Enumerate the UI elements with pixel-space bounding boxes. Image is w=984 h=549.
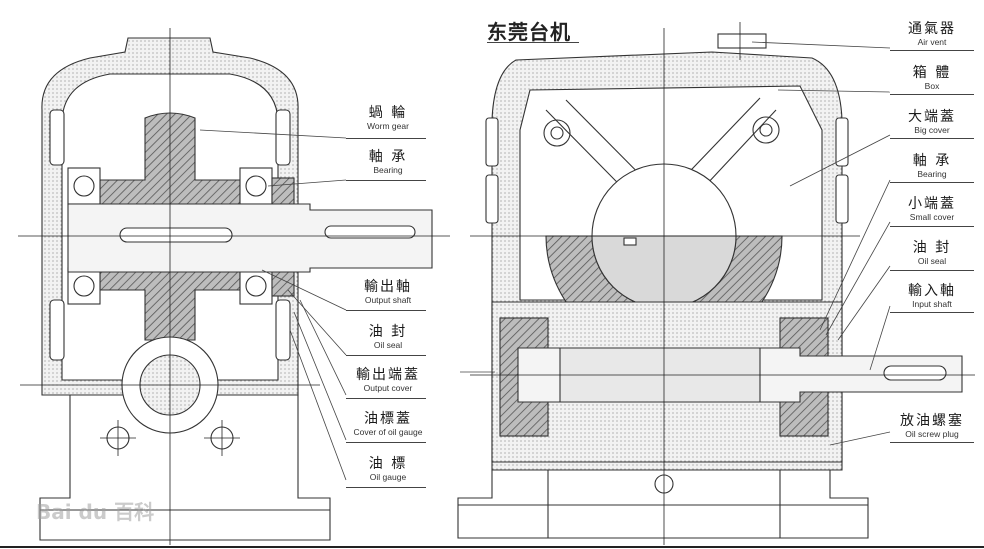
label-cn: 小端蓋 — [908, 196, 956, 212]
label-cn: 油 封 — [368, 324, 408, 340]
label-bearing-left: 軸 承 Bearing — [352, 150, 424, 175]
label-en: Oil seal — [373, 340, 403, 350]
label-big-cover: 大端蓋 Big cover — [894, 110, 970, 135]
bottom-border — [0, 546, 984, 548]
label-en: Output cover — [363, 383, 413, 393]
label-cn: 輸入軸 — [908, 283, 956, 299]
label-rule — [890, 226, 974, 227]
label-en: Small cover — [909, 212, 955, 222]
label-input-shaft: 輸入軸 Input shaft — [894, 284, 970, 309]
label-cn: 大端蓋 — [908, 109, 956, 125]
label-rule — [346, 442, 426, 443]
baidu-logo: Bai du 百科 — [36, 500, 155, 524]
label-rule — [890, 50, 974, 51]
label-en: Oil screw plug — [905, 429, 959, 439]
label-bearing-right: 軸 承 Bearing — [894, 154, 970, 179]
label-cn: 蝸 輪 — [368, 105, 408, 121]
title-underline — [487, 42, 579, 43]
label-oil-screw-plug: 放油螺塞 Oil screw plug — [890, 414, 974, 439]
label-en: Output shaft — [364, 295, 412, 305]
label-cn: 軸 承 — [912, 153, 952, 169]
label-air-vent: 通氣器 Air vent — [894, 22, 970, 47]
label-en: Oil gauge — [369, 472, 407, 482]
label-en: Cover of oil gauge — [353, 427, 423, 437]
label-cn: 通氣器 — [908, 21, 956, 37]
label-cn: 軸 承 — [368, 149, 408, 165]
left-view — [18, 28, 450, 545]
label-rule — [346, 138, 426, 139]
label-rule — [346, 398, 426, 399]
label-box: 箱 體 Box — [894, 66, 970, 91]
label-oil-seal-right: 油 封 Oil seal — [894, 241, 970, 266]
label-cn: 輸出軸 — [364, 279, 412, 295]
label-en: Oil seal — [917, 256, 947, 266]
label-small-cover: 小端蓋 Small cover — [894, 197, 970, 222]
label-en: Box — [924, 81, 940, 91]
label-rule — [346, 180, 426, 181]
label-rule — [346, 310, 426, 311]
watermark-title: 东莞台机 — [487, 20, 571, 44]
label-rule — [890, 182, 974, 183]
label-cn: 輸出端蓋 — [356, 367, 420, 383]
label-cn: 油 封 — [912, 240, 952, 256]
label-en: Air vent — [917, 37, 947, 47]
label-rule — [346, 355, 426, 356]
label-oil-seal-left: 油 封 Oil seal — [352, 325, 424, 350]
label-output-shaft: 輸出軸 Output shaft — [352, 280, 424, 305]
label-oil-gauge: 油 標 Oil gauge — [352, 457, 424, 482]
label-rule — [890, 442, 974, 443]
label-en: Bearing — [373, 165, 403, 175]
right-view — [457, 22, 975, 545]
label-rule — [890, 312, 974, 313]
label-en: Worm gear — [367, 121, 409, 131]
label-en: Bearing — [917, 169, 947, 179]
label-rule — [890, 138, 974, 139]
label-en: Input shaft — [912, 299, 952, 309]
label-rule — [890, 270, 974, 271]
label-output-cover: 輸出端蓋 Output cover — [352, 368, 424, 393]
label-cn: 箱 體 — [912, 65, 952, 81]
label-en: Big cover — [914, 125, 950, 135]
label-rule — [346, 487, 426, 488]
label-worm-gear: 蝸 輪 Worm gear — [352, 106, 424, 131]
label-cn: 油標蓋 — [364, 411, 412, 427]
label-rule — [890, 94, 974, 95]
label-cn: 放油螺塞 — [900, 413, 964, 429]
label-oil-gauge-cover: 油標蓋 Cover of oil gauge — [344, 412, 432, 437]
label-cn: 油 標 — [368, 456, 408, 472]
